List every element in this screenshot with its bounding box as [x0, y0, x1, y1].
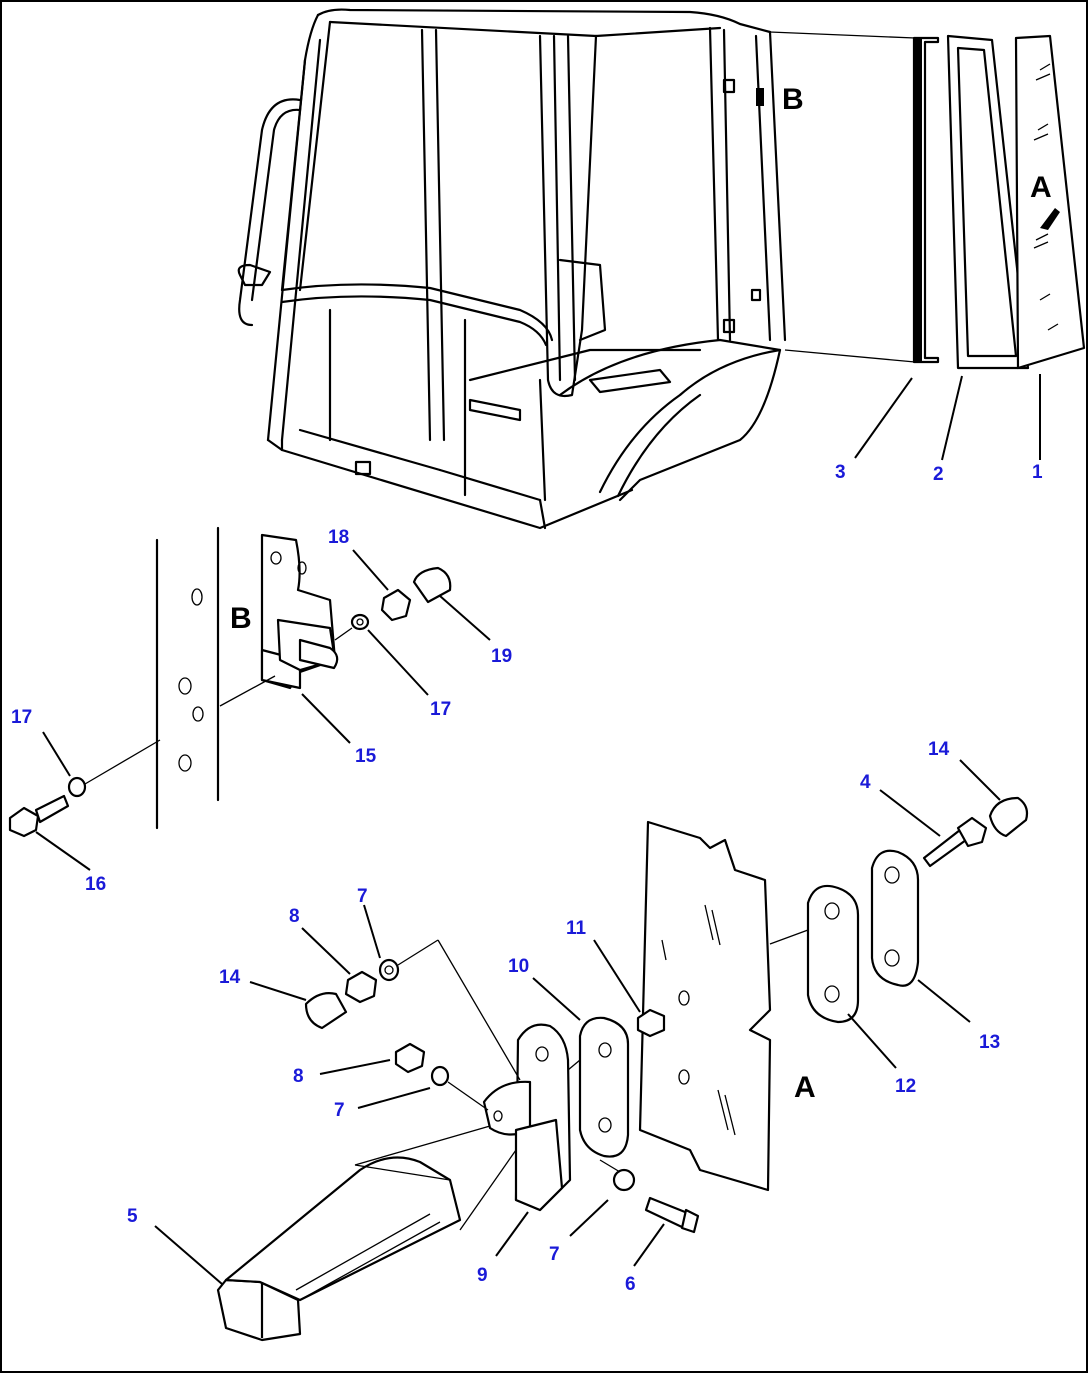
projection-line	[769, 31, 916, 39]
part-2-frame	[946, 34, 1030, 370]
callout-2: 2	[933, 464, 944, 485]
part-3-seal	[912, 36, 940, 364]
callout-5: 5	[127, 1206, 138, 1227]
callout-15: 15	[355, 746, 377, 767]
callout-6: 6	[625, 1274, 636, 1295]
callout-8-mid: 8	[293, 1066, 304, 1087]
callout-9: 9	[477, 1265, 488, 1286]
callout-3: 3	[835, 462, 846, 483]
callout-14-left: 14	[219, 967, 241, 988]
callout-12: 12	[895, 1076, 916, 1097]
callout-7-top: 7	[357, 886, 368, 907]
callout-4: 4	[860, 772, 871, 793]
callout-1: 1	[1032, 462, 1043, 483]
part-1-glass	[1014, 34, 1086, 370]
callout-16: 16	[85, 874, 106, 895]
cab-assembly	[237, 8, 787, 530]
view-b-title: B	[230, 602, 252, 635]
callout-13: 13	[979, 1032, 1000, 1053]
callout-19: 19	[491, 646, 512, 667]
view-b-detail	[8, 526, 452, 838]
callout-7-mid: 7	[334, 1100, 345, 1121]
callout-17-right: 17	[430, 699, 451, 720]
callout-7-bottom: 7	[549, 1244, 560, 1265]
view-a-detail	[216, 796, 1029, 1342]
view-a-title: A	[794, 1071, 816, 1104]
leader-lines	[35, 374, 1041, 1285]
callout-18: 18	[328, 527, 349, 548]
view-b-marker: B	[782, 83, 804, 116]
callout-11: 11	[566, 918, 587, 939]
callout-8-top: 8	[289, 906, 300, 927]
view-a-marker: A	[1030, 171, 1052, 204]
callout-17-left: 17	[11, 707, 32, 728]
callout-10: 10	[508, 956, 529, 977]
projection-line	[784, 349, 916, 363]
callout-14-right: 14	[928, 739, 950, 760]
